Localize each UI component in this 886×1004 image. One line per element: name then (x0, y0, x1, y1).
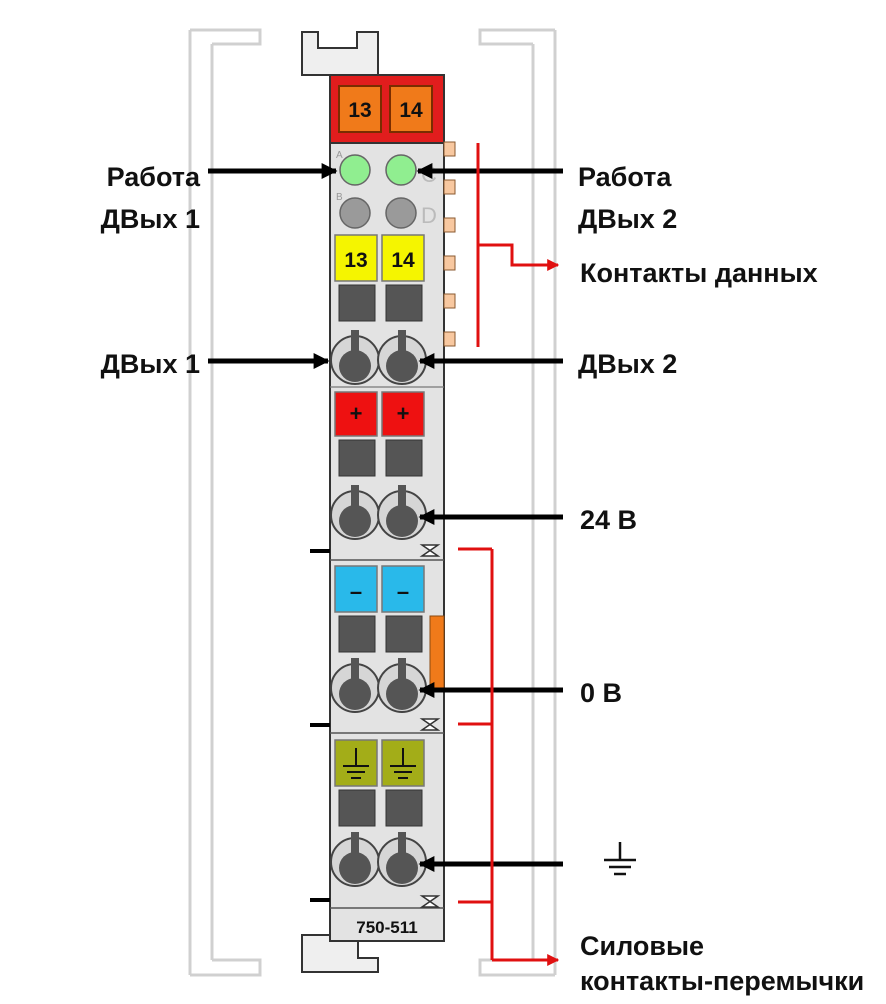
top-tag-13-text: 13 (348, 99, 371, 122)
ground-symbol-icon (343, 748, 369, 779)
clamp-row-2 (330, 485, 427, 540)
top-tag-13: 13 (338, 85, 382, 133)
label-power-contacts-line1: Силовые (580, 931, 704, 961)
channel-tag-13: 13 (334, 234, 378, 282)
top-tag-14-text: 14 (399, 99, 423, 122)
data-contacts-bracket (476, 143, 560, 347)
led-letter-d: D (421, 203, 437, 228)
plus-tag-1: + (334, 391, 378, 437)
release-tab (385, 615, 423, 653)
channel-tag-13-text: 13 (344, 249, 367, 272)
label-work-out2-line1: Работа (578, 162, 672, 192)
ground-tag-2 (381, 739, 425, 787)
release-tab (338, 789, 376, 827)
data-contact-pins (443, 141, 456, 347)
label-out2: ДВых 2 (578, 349, 677, 379)
power-jumper-marker (419, 895, 441, 908)
minus-tag-1-text: – (350, 579, 362, 604)
led-letter-a: A (336, 150, 343, 161)
release-tab (338, 284, 376, 322)
channel-tag-14: 14 (381, 234, 425, 282)
release-tab (385, 789, 423, 827)
power-jumper-marker (419, 718, 441, 731)
label-24v: 24 В (580, 505, 637, 535)
release-tab (338, 615, 376, 653)
release-tab (385, 439, 423, 477)
plus-tag-1-text: + (350, 401, 363, 426)
plus-tag-2-text: + (397, 401, 410, 426)
release-tab (385, 284, 423, 322)
led-a-status-icon (339, 154, 371, 186)
led-d-status-icon (385, 197, 417, 229)
ground-tag-1 (334, 739, 378, 787)
plus-tag-2: + (381, 391, 425, 437)
power-jumper-marker (419, 544, 441, 557)
label-work-out1-line1: Работа (107, 162, 201, 192)
din-rail (188, 28, 557, 977)
led-letter-b: B (336, 192, 343, 203)
side-orange-bar (429, 615, 445, 689)
label-work-out1-line2: ДВых 1 (101, 204, 200, 234)
label-0v: 0 В (580, 678, 622, 708)
ground-symbol-icon (390, 748, 416, 779)
top-tag-14: 14 (389, 85, 433, 133)
led-letter-c: C (421, 162, 437, 187)
clamp-row-1 (330, 330, 427, 385)
model-number: 750-511 (356, 918, 417, 937)
ground-label-icon (604, 842, 636, 876)
label-data-contacts: Контакты данных (580, 258, 818, 288)
channel-tag-14-text: 14 (391, 249, 415, 272)
minus-tag-1: – (334, 565, 378, 613)
label-power-contacts-line2: контакты-перемычки (580, 966, 864, 996)
label-work-out2-line2: ДВых 2 (578, 204, 677, 234)
top-clip (301, 31, 379, 76)
led-b-status-icon (339, 197, 371, 229)
minus-tag-2: – (381, 565, 425, 613)
clamp-row-4 (330, 832, 427, 887)
label-out1: ДВых 1 (101, 349, 200, 379)
release-tab (338, 439, 376, 477)
led-c-status-icon (385, 154, 417, 186)
power-contacts-bracket (458, 547, 560, 966)
clamp-row-3 (330, 658, 427, 713)
minus-tag-2-text: – (397, 579, 409, 604)
